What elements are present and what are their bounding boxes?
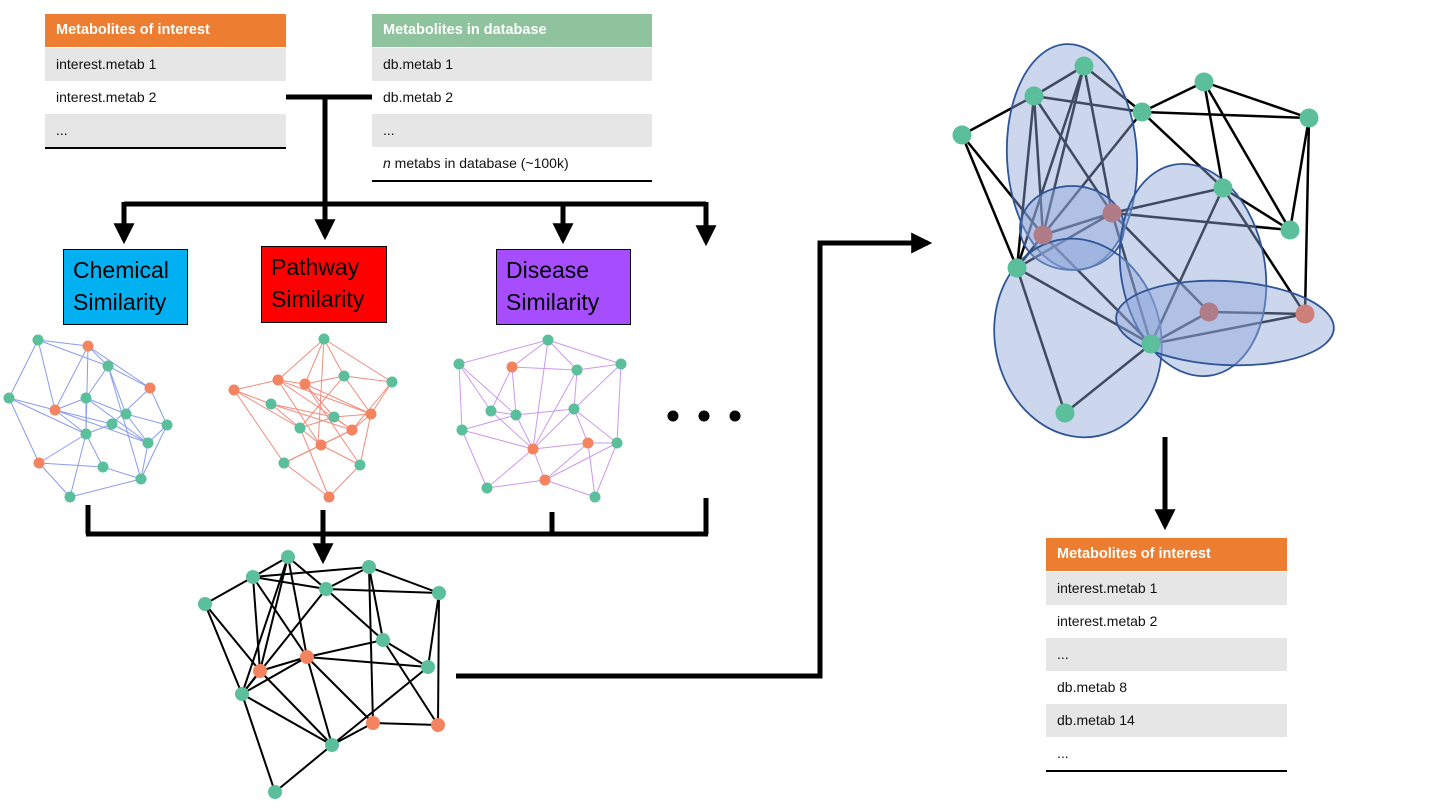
cluster-connector — [456, 232, 1176, 679]
top-connectors — [113, 94, 717, 247]
pathway-similarity-box: Pathway Similarity — [261, 246, 387, 323]
database-size-text: metabs in database (~100k) — [390, 155, 569, 171]
disease-similarity-box: Disease Similarity — [496, 249, 631, 325]
chemical-line1: Chemical — [73, 257, 169, 283]
interest-table-top: Metabolites of interest interest.metab 1… — [45, 14, 286, 149]
pathway-network — [228, 333, 398, 503]
chemical-network — [3, 334, 173, 503]
disease-line2: Similarity — [506, 289, 600, 315]
table-row: interest.metab 2 — [56, 89, 157, 105]
disease-network — [453, 334, 627, 503]
pathway-line2: Similarity — [271, 286, 365, 312]
table-row: db.metab 2 — [383, 89, 454, 105]
chemical-similarity-box: Chemical Similarity — [63, 249, 188, 325]
interest-table-top-header: Metabolites of interest — [45, 14, 286, 47]
table-row: db.metab 1 — [372, 47, 652, 81]
n-symbol: n — [383, 155, 391, 171]
database-table: Metabolites in database db.metab 1 db.me… — [372, 14, 652, 182]
table-row: interest.metab 1 — [45, 47, 286, 81]
interest-table-bottom: Metabolites of interest interest.metab 1… — [1046, 538, 1287, 772]
pathway-line1: Pathway — [271, 254, 360, 280]
chemical-line2: Similarity — [73, 289, 167, 315]
table-row: ... — [372, 114, 652, 147]
table-row: n metabs in database (~100k) — [372, 147, 652, 182]
disease-line1: Disease — [506, 257, 590, 283]
table-row: interest.metab 1 — [1046, 571, 1287, 605]
combined-network — [198, 550, 446, 799]
clustered-network — [952, 43, 1335, 439]
table-row: ... — [45, 114, 286, 149]
interest-table-bottom-header: Metabolites of interest — [1046, 538, 1287, 571]
table-row: interest.metab 2 — [1057, 613, 1158, 629]
database-table-header: Metabolites in database — [372, 14, 652, 47]
table-row: ... — [1046, 638, 1287, 671]
table-row: db.metab 14 — [1046, 704, 1287, 737]
merge-connectors — [85, 498, 709, 565]
table-row: ... — [1046, 737, 1287, 772]
more-networks-ellipsis — [667, 410, 741, 422]
table-row: db.metab 8 — [1057, 679, 1128, 695]
